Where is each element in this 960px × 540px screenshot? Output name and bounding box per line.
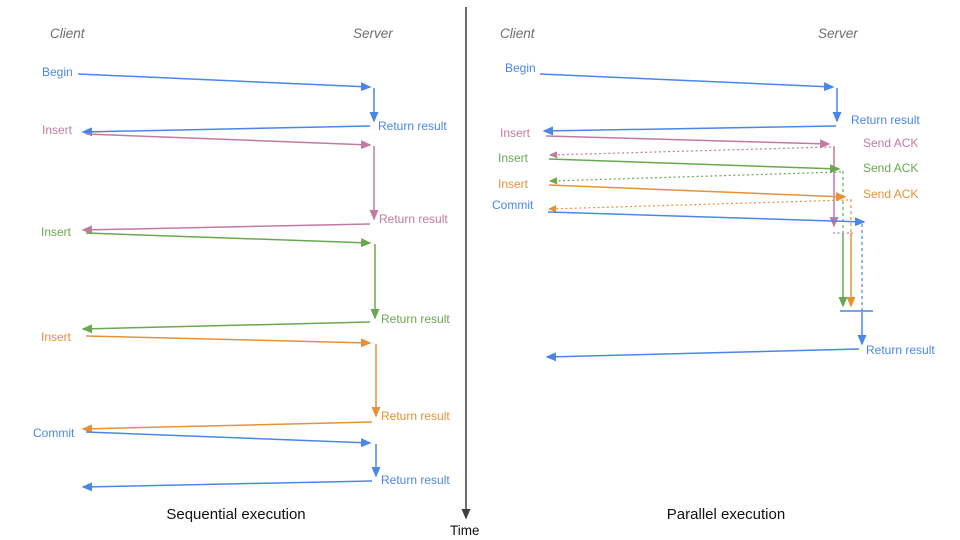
- begin-request-arrow: [77, 73, 372, 92]
- insert-request-arrow: [85, 335, 372, 348]
- client-header: Client: [50, 26, 85, 41]
- send-ack-label: Send ACK: [863, 161, 919, 175]
- send-ack-label: Send ACK: [863, 187, 919, 201]
- commit-label: Commit: [492, 198, 534, 212]
- insert-request-arrow: [548, 158, 841, 174]
- insert-request-arrow: [85, 232, 372, 248]
- commit-response-arrow: [81, 480, 373, 492]
- begin-response-arrow: [81, 125, 371, 137]
- begin-label: Begin: [42, 65, 73, 79]
- return-result-label: Return result: [381, 312, 450, 326]
- insert-label: Insert: [41, 225, 72, 239]
- panel-title-sequential: Sequential execution: [166, 506, 306, 523]
- commit-request-arrow: [547, 211, 866, 227]
- send-ack-arrow: [547, 199, 849, 213]
- return-result-label: Return result: [381, 473, 450, 487]
- insert-label: Insert: [42, 123, 73, 137]
- insert-label: Insert: [41, 330, 72, 344]
- client-header: Client: [500, 26, 535, 41]
- server-header: Server: [818, 26, 858, 41]
- begin-request-arrow: [539, 73, 835, 92]
- insert-request-arrow: [548, 184, 847, 202]
- server-header: Server: [353, 26, 393, 41]
- panel-title-parallel: Parallel execution: [666, 506, 786, 523]
- insert-label: Insert: [500, 126, 531, 140]
- insert-response-arrow: [81, 421, 373, 434]
- return-result-label: Return result: [378, 119, 447, 133]
- send-ack-arrow: [548, 171, 842, 185]
- begin-label: Begin: [505, 61, 536, 75]
- commit-request-arrow: [85, 431, 372, 448]
- return-result-label: Return result: [866, 343, 935, 357]
- return-result-label: Return result: [379, 212, 448, 226]
- return-result-label: Return result: [381, 409, 450, 423]
- time-axis-label: Time: [450, 523, 480, 538]
- insert-label: Insert: [498, 177, 529, 191]
- insert-response-arrow: [81, 223, 371, 235]
- return-result-label: Return result: [851, 113, 920, 127]
- commit-response-arrow: [545, 348, 860, 362]
- commit-label: Commit: [33, 426, 75, 440]
- insert-label: Insert: [498, 151, 529, 165]
- insert-response-arrow: [81, 321, 371, 334]
- insert-request-arrow: [545, 135, 831, 149]
- send-ack-arrow: [548, 146, 832, 159]
- insert-request-arrow: [85, 133, 372, 150]
- send-ack-label: Send ACK: [863, 136, 919, 150]
- begin-response-arrow: [542, 125, 837, 136]
